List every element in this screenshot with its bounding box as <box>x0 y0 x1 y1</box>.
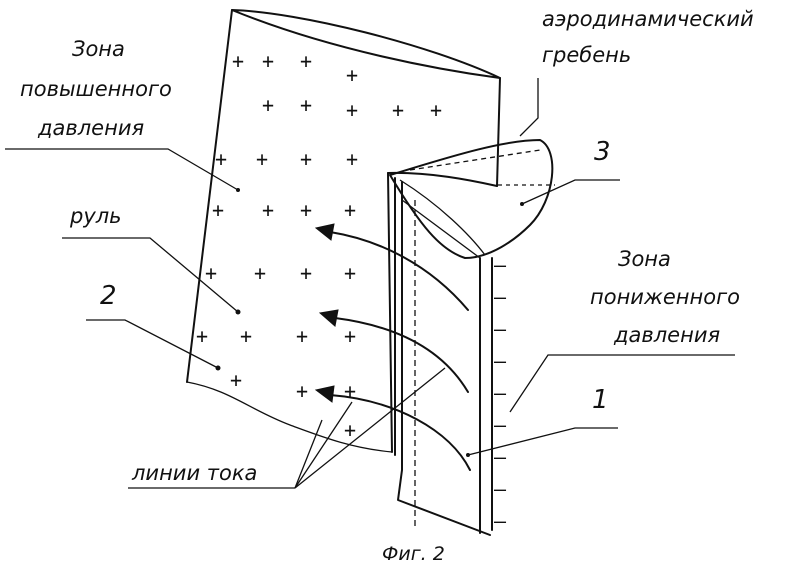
minus-sign: – <box>494 349 507 373</box>
plus-sign: + <box>346 98 358 122</box>
minus-sign: – <box>494 317 507 341</box>
plus-signs: + + + + + + + + + + + + + + + + + + + + … <box>196 49 442 442</box>
plus-sign: + <box>392 98 404 122</box>
rudder-panel <box>186 9 501 453</box>
aero-ridge <box>389 139 555 259</box>
plus-sign: + <box>256 147 268 171</box>
plus-sign: + <box>300 261 312 285</box>
svg-text:руль: руль <box>69 204 122 228</box>
plus-sign: + <box>262 93 274 117</box>
post-panel <box>394 177 493 536</box>
plus-sign: + <box>215 147 227 171</box>
plus-sign: + <box>344 261 356 285</box>
label-low-pressure-zone: Зона пониженного давления <box>509 247 740 413</box>
plus-sign: + <box>205 261 217 285</box>
plus-sign: + <box>344 324 356 348</box>
plus-sign: + <box>344 379 356 403</box>
arrowhead <box>314 385 335 403</box>
svg-text:линии тока: линии тока <box>131 461 257 485</box>
minus-sign: – <box>494 285 507 309</box>
plus-sign: + <box>230 368 242 392</box>
minus-sign: – <box>494 413 507 437</box>
plus-sign: + <box>300 93 312 117</box>
label-streamlines: линии тока <box>128 367 446 489</box>
plus-sign: + <box>212 198 224 222</box>
plus-sign: + <box>262 49 274 73</box>
plus-sign: + <box>300 147 312 171</box>
svg-text:Зона: Зона <box>618 247 671 271</box>
plus-sign: + <box>240 324 252 348</box>
svg-text:2: 2 <box>100 281 117 311</box>
minus-sign: – <box>494 253 507 277</box>
plus-sign: + <box>254 261 266 285</box>
svg-text:гребень: гребень <box>542 43 631 67</box>
plus-sign: + <box>196 324 208 348</box>
minus-sign: – <box>494 445 507 469</box>
svg-text:Зона: Зона <box>72 37 125 61</box>
label-2: 2 <box>86 281 221 371</box>
arrowhead <box>318 309 339 327</box>
svg-text:1: 1 <box>592 385 609 415</box>
svg-text:давления: давления <box>37 116 144 140</box>
svg-text:пониженного: пониженного <box>590 285 740 309</box>
label-3: 3 <box>520 137 620 206</box>
plus-sign: + <box>232 49 244 73</box>
figure-caption: Фиг. 2 <box>382 543 445 565</box>
minus-sign: – <box>494 477 507 501</box>
plus-sign: + <box>300 198 312 222</box>
plus-sign: + <box>296 379 308 403</box>
plus-sign: + <box>344 198 356 222</box>
label-rudder: руль <box>62 204 241 315</box>
minus-sign: – <box>494 381 507 405</box>
plus-sign: + <box>300 49 312 73</box>
svg-text:аэродинамический: аэродинамический <box>542 7 754 31</box>
plus-sign: + <box>344 418 356 442</box>
plus-sign: + <box>346 147 358 171</box>
label-1: 1 <box>466 385 618 457</box>
plus-sign: + <box>430 98 442 122</box>
label-aero-ridge: аэродинамический гребень <box>519 7 754 137</box>
plus-sign: + <box>296 324 308 348</box>
label-high-pressure-zone: Зона повышенного давления <box>5 37 240 192</box>
svg-text:давления: давления <box>613 323 720 347</box>
streamlines <box>314 223 471 471</box>
svg-text:повышенного: повышенного <box>20 77 172 101</box>
svg-text:3: 3 <box>594 137 611 167</box>
minus-sign: – <box>494 509 507 533</box>
minus-signs: – – – – – – – – – <box>494 253 507 533</box>
plus-sign: + <box>346 63 358 87</box>
plus-sign: + <box>262 198 274 222</box>
arrowhead <box>314 223 335 241</box>
